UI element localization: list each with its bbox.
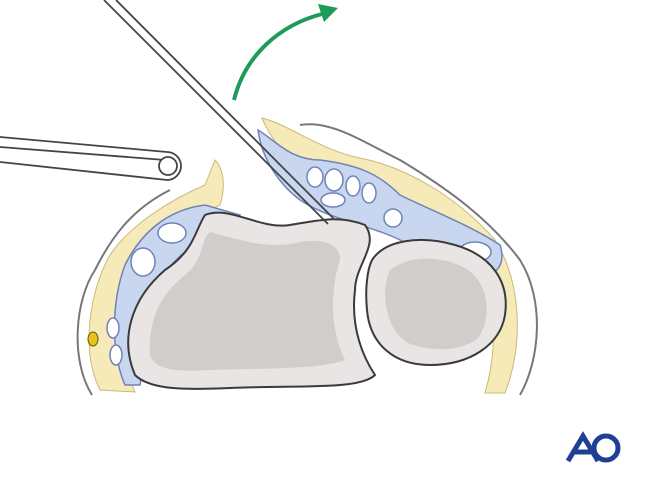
- elevator-instrument: [103, 0, 336, 225]
- skin-outline: [76, 123, 538, 396]
- retractor-instrument: [0, 136, 182, 181]
- nerve: [87, 331, 99, 347]
- bone-large: [127, 211, 377, 390]
- direction-arrow: [232, 4, 338, 101]
- ao-logo: [565, 431, 621, 463]
- bone-small: [365, 239, 507, 367]
- fat-lobules: [106, 166, 492, 366]
